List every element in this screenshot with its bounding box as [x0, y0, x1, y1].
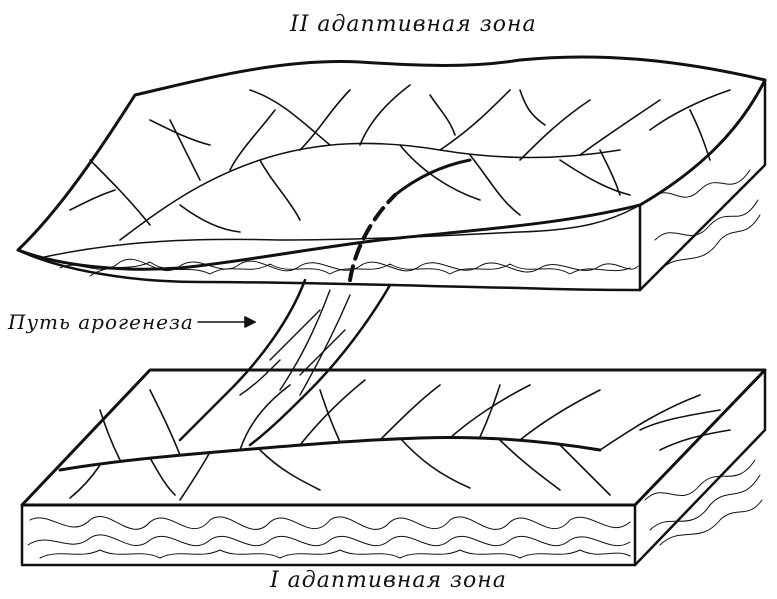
lower-plate-front-face — [22, 505, 635, 565]
upper-plate — [18, 57, 765, 290]
lower-plate-side-face — [635, 370, 765, 565]
lower-plate-top-surface — [22, 370, 765, 505]
arogenesis-inner-lines — [240, 290, 350, 395]
upper-plate-inner-edge — [40, 205, 640, 258]
arogenesis-band-left — [180, 280, 305, 440]
lower-plate-branches — [60, 380, 730, 500]
lower-plate-edge-tangle — [28, 460, 762, 558]
upper-plate-branches — [70, 85, 730, 240]
lower-plate — [22, 370, 765, 565]
upper-plate-front-edge — [18, 250, 640, 290]
